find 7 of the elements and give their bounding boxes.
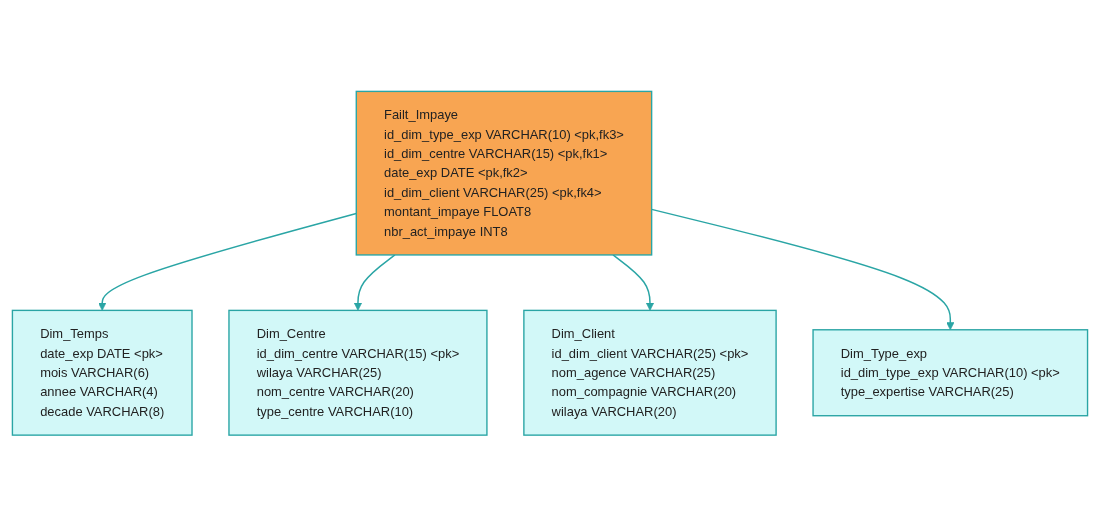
- node-box: Dim_Type_exp id_dim_type_exp VARCHAR(10) <pk> type_expertise VARCHAR(25): [812, 329, 1089, 417]
- node-box: Dim_Centre id_dim_centre VARCHAR(15) <pk> wilaya VARCHAR(25) nom_centre VARCHAR(20) type_centre VARCHAR(10): [228, 309, 488, 437]
- node-box: Dim_Client id_dim_client VARCHAR(25) <pk> nom_agence VARCHAR(25) nom_compagnie VARCHAR(20) wilaya VARCHAR(20): [523, 309, 777, 437]
- arrow: [612, 254, 655, 311]
- node-box: Dim_Temps date_exp DATE <pk> mois VARCHAR(6) annee VARCHAR(4) decade VARCHAR(8): [11, 309, 193, 437]
- arrow: [353, 254, 396, 311]
- node-box: Failt_Impaye id_dim_type_exp VARCHAR(10) <pk,fk3> id_dim_centre VARCHAR(15) <pk,fk1> date_exp DATE <pk,fk2> id_dim_client VARCHAR(25) <pk,fk4> montant_impaye FLOAT8 nbr_act_impaye INT8: [355, 90, 653, 256]
